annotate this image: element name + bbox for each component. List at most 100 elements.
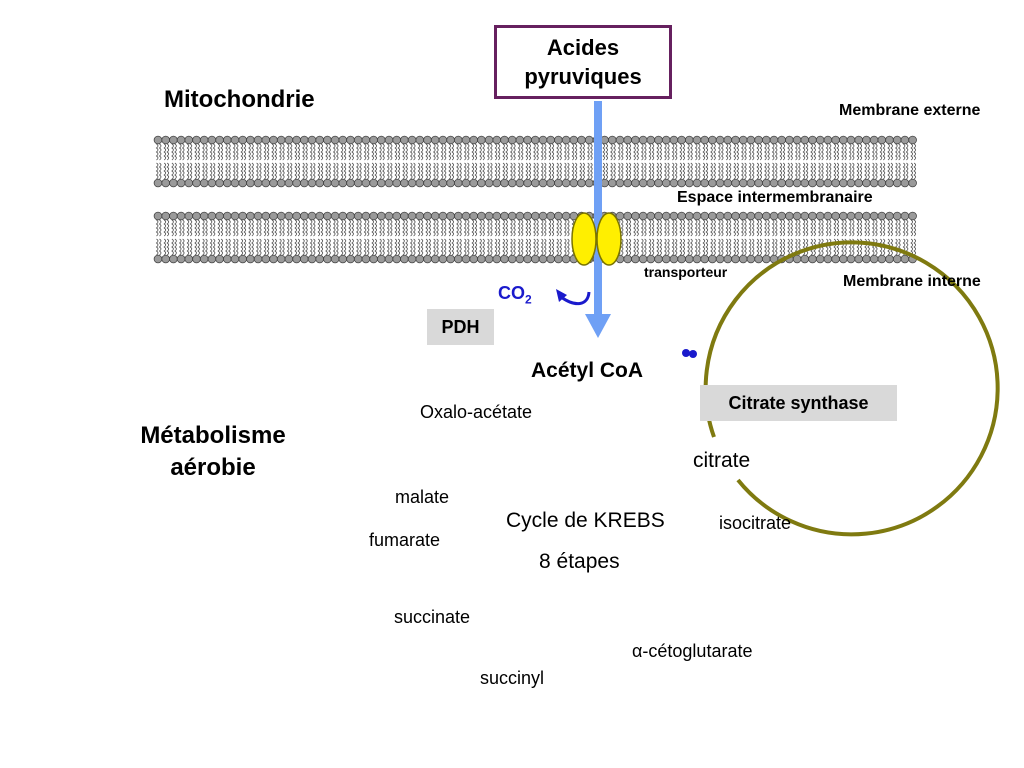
lipid-head	[430, 178, 440, 188]
lipid-head	[330, 254, 340, 264]
lipid-head	[731, 211, 740, 221]
lipid-head	[561, 211, 571, 221]
lipid-head	[484, 254, 494, 264]
lipid-head	[515, 254, 525, 264]
pdh-enzyme-box: PDH	[427, 309, 494, 345]
lipid-head	[261, 178, 271, 188]
lipid-head	[438, 178, 448, 188]
lipid-head	[346, 178, 355, 188]
lipid-head	[299, 178, 309, 188]
lipid-head	[238, 254, 248, 264]
lipid-head	[623, 211, 632, 221]
lipid-head	[330, 211, 340, 221]
lipid-head	[731, 178, 740, 188]
lipid-head	[169, 135, 178, 145]
lipid-head	[700, 178, 709, 188]
lipid-head	[900, 135, 910, 145]
lipid-head	[338, 254, 348, 264]
lipid-head	[376, 135, 386, 145]
lipid-head	[269, 211, 278, 221]
lipid-head	[376, 178, 386, 188]
lipid-head	[369, 211, 378, 221]
lipid-head	[885, 211, 894, 221]
lipid-head	[584, 178, 594, 188]
aerobic-metabolism-line1: Métabolisme	[140, 422, 286, 449]
pyruvate-arrow-shaft	[594, 101, 602, 315]
lipid-head	[230, 135, 240, 145]
lipid-head	[738, 254, 748, 264]
acetyl-coa-label: Acétyl CoA	[531, 359, 644, 382]
krebs-cycle-steps: 8 étapes	[539, 550, 620, 573]
lipid-head	[738, 211, 748, 221]
lipid-head	[461, 211, 471, 221]
lipid-head	[869, 254, 879, 264]
lipid-head	[877, 178, 887, 188]
transporter-label: transporteur	[644, 264, 728, 280]
lipid-head	[453, 135, 463, 145]
lipid-head	[908, 178, 917, 188]
lipid-head	[684, 178, 694, 188]
lipid-head	[785, 178, 794, 188]
lipid-head	[223, 254, 232, 264]
lipid-head	[415, 254, 425, 264]
lipid-head	[415, 135, 425, 145]
lipid-head	[892, 211, 902, 221]
lipid-head	[754, 211, 763, 221]
lipid-head	[761, 254, 771, 264]
lipid-head	[453, 211, 463, 221]
succinate-label: succinate	[394, 607, 471, 627]
lipid-head	[892, 135, 902, 145]
lipid-head	[253, 254, 263, 264]
lipid-head	[577, 178, 586, 188]
lipid-head	[492, 254, 502, 264]
lipid-head	[800, 254, 810, 264]
lipid-head	[777, 135, 786, 145]
lipid-head	[638, 135, 648, 145]
lipid-head	[192, 211, 201, 221]
lipid-head	[700, 254, 709, 264]
lipid-head	[161, 135, 171, 145]
lipid-head	[238, 135, 248, 145]
lipid-head	[831, 135, 840, 145]
lipid-head	[338, 211, 348, 221]
lipid-head	[184, 135, 194, 145]
malate-label: malate	[395, 487, 450, 507]
lipid-head	[546, 135, 555, 145]
lipid-head	[846, 211, 856, 221]
intermembrane-space-label: Espace intermembranaire	[677, 189, 873, 206]
lipid-head	[715, 135, 725, 145]
lipid-head	[746, 254, 756, 264]
lipid-head	[361, 178, 371, 188]
lipid-head	[661, 178, 671, 188]
lipid-head	[299, 254, 309, 264]
pyruvate-arrow-head	[585, 314, 611, 338]
outer-membrane-label: Membrane externe	[839, 102, 981, 119]
lipid-head	[677, 178, 686, 188]
lipid-head	[746, 135, 756, 145]
lipid-head	[800, 135, 810, 145]
lipid-head	[561, 135, 571, 145]
lipid-head	[692, 178, 702, 188]
lipid-head	[438, 254, 448, 264]
lipid-head	[546, 211, 555, 221]
lipid-head	[207, 178, 217, 188]
alpha-symbol: α	[632, 641, 643, 661]
lipid-head	[369, 178, 378, 188]
lipid-head	[192, 178, 201, 188]
lipid-head	[392, 135, 402, 145]
lipid-head	[631, 211, 640, 221]
lipid-head	[523, 211, 532, 221]
citrate-label: citrate	[693, 449, 751, 472]
lipid-head	[215, 254, 224, 264]
lipid-head	[808, 254, 817, 264]
lipid-head	[430, 211, 440, 221]
lipid-head	[792, 178, 802, 188]
lipid-head	[723, 254, 733, 264]
lipid-head	[292, 254, 301, 264]
lipid-head	[400, 178, 409, 188]
lipid-head	[515, 178, 525, 188]
lipid-head	[338, 135, 348, 145]
lipid-head	[261, 211, 271, 221]
lipid-head	[184, 211, 194, 221]
lipid-head	[746, 211, 756, 221]
